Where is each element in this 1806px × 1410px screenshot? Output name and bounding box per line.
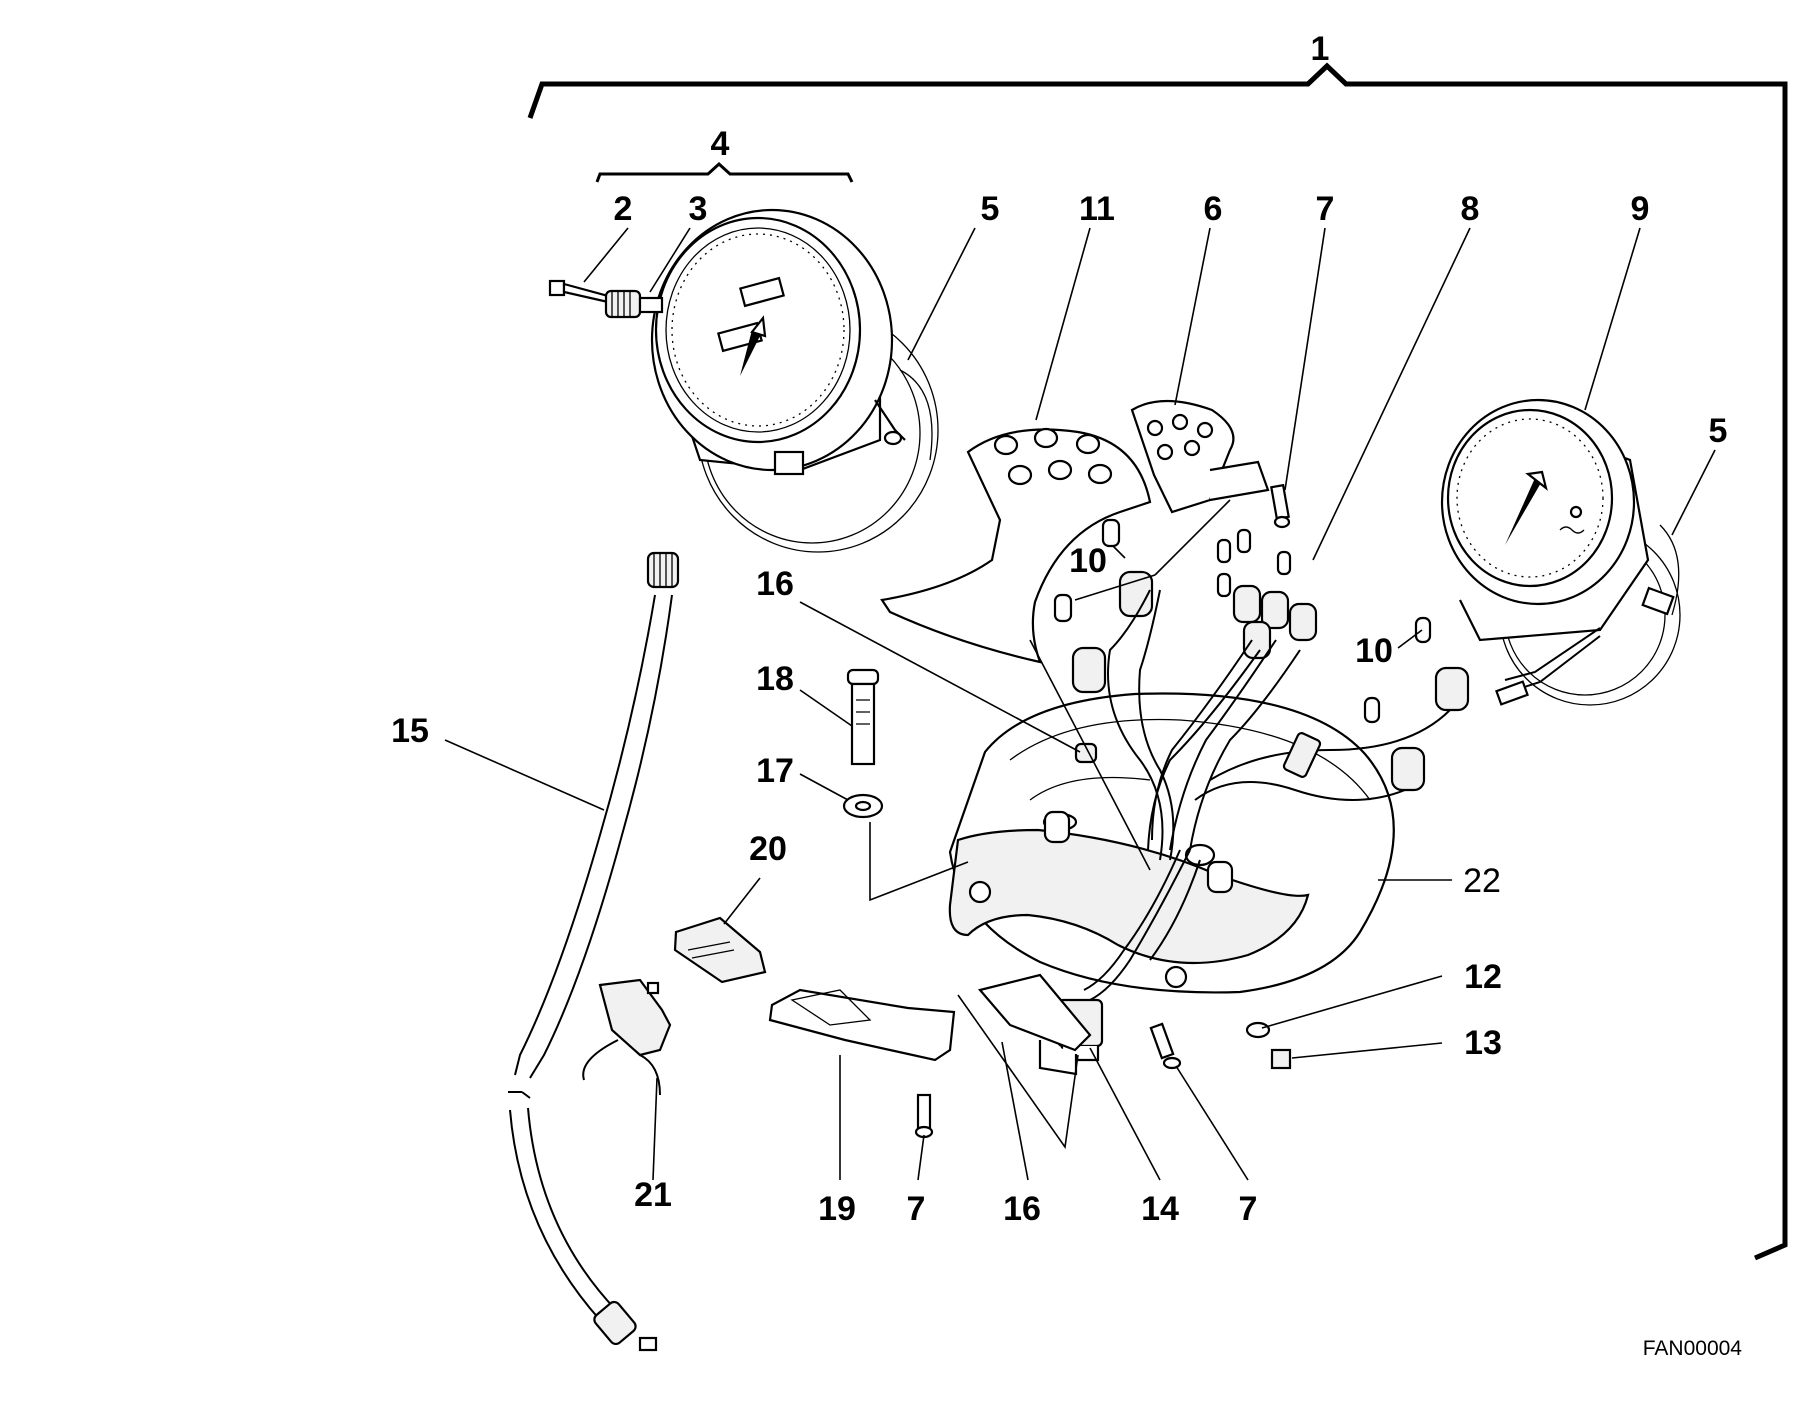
callout-11: 11 (1079, 190, 1115, 228)
drawing-code: FAN00004 (1643, 1337, 1743, 1360)
callout-10-left: 10 (1069, 542, 1107, 580)
callout-18: 18 (756, 660, 794, 698)
callout-6: 6 (1204, 190, 1223, 228)
trip-reset-knob (604, 289, 664, 319)
speedometer-gauge (650, 208, 939, 553)
gauge-rubber-mount-right (1659, 524, 1680, 616)
speed-sensor (582, 978, 672, 1096)
callout-labels: 1 4 2 3 5 11 6 7 8 9 5 10 10 16 18 17 15… (391, 30, 1727, 1228)
callout-13: 13 (1464, 1024, 1502, 1062)
callout-7-bottom-left: 7 (907, 1190, 926, 1228)
support-bracket-lower (978, 973, 1092, 1076)
callout-14: 14 (1141, 1190, 1179, 1228)
callout-9: 9 (1631, 190, 1650, 228)
wiring-harness (1083, 589, 1451, 1001)
screw-lower-right (1149, 1022, 1182, 1070)
callout-21: 21 (634, 1176, 672, 1214)
mounting-bolt (846, 668, 880, 766)
washer (842, 793, 884, 819)
screw-lower-left (914, 1093, 934, 1139)
nut (1270, 1048, 1292, 1070)
callout-16-lower: 16 (1003, 1190, 1041, 1228)
callout-10-right: 10 (1355, 632, 1393, 670)
assembly-bracket (527, 62, 1788, 1261)
leader-lines (444, 227, 1716, 1181)
gauge-rubber-mount-left (899, 369, 933, 461)
callout-19: 19 (818, 1190, 856, 1228)
callout-2: 2 (614, 190, 633, 228)
tachometer-gauge (1440, 398, 1681, 706)
callout-8: 8 (1461, 190, 1480, 228)
speedometer-cable (508, 551, 680, 1352)
screw-upper (1270, 483, 1291, 529)
callout-3: 3 (689, 190, 708, 228)
callout-4: 4 (711, 125, 730, 163)
callout-1: 1 (1311, 30, 1330, 68)
callout-12: 12 (1464, 958, 1502, 996)
callout-5-left: 5 (981, 190, 1000, 228)
callout-16-upper: 16 (756, 565, 794, 603)
callout-15: 15 (391, 712, 429, 750)
callout-20: 20 (749, 830, 787, 868)
mounting-plate (768, 988, 956, 1062)
indicator-lens (1130, 399, 1270, 514)
nut-washer (1245, 1021, 1271, 1039)
subassembly-brace (595, 161, 854, 183)
callout-22: 22 (1463, 862, 1501, 900)
reset-screw (548, 279, 610, 304)
callout-5-right: 5 (1709, 412, 1728, 450)
callout-17: 17 (756, 752, 794, 790)
wire-clip (673, 916, 767, 984)
callout-7-top: 7 (1316, 190, 1335, 228)
callout-7-bottom-right: 7 (1239, 1190, 1258, 1228)
warning-light-panel (880, 427, 1152, 664)
